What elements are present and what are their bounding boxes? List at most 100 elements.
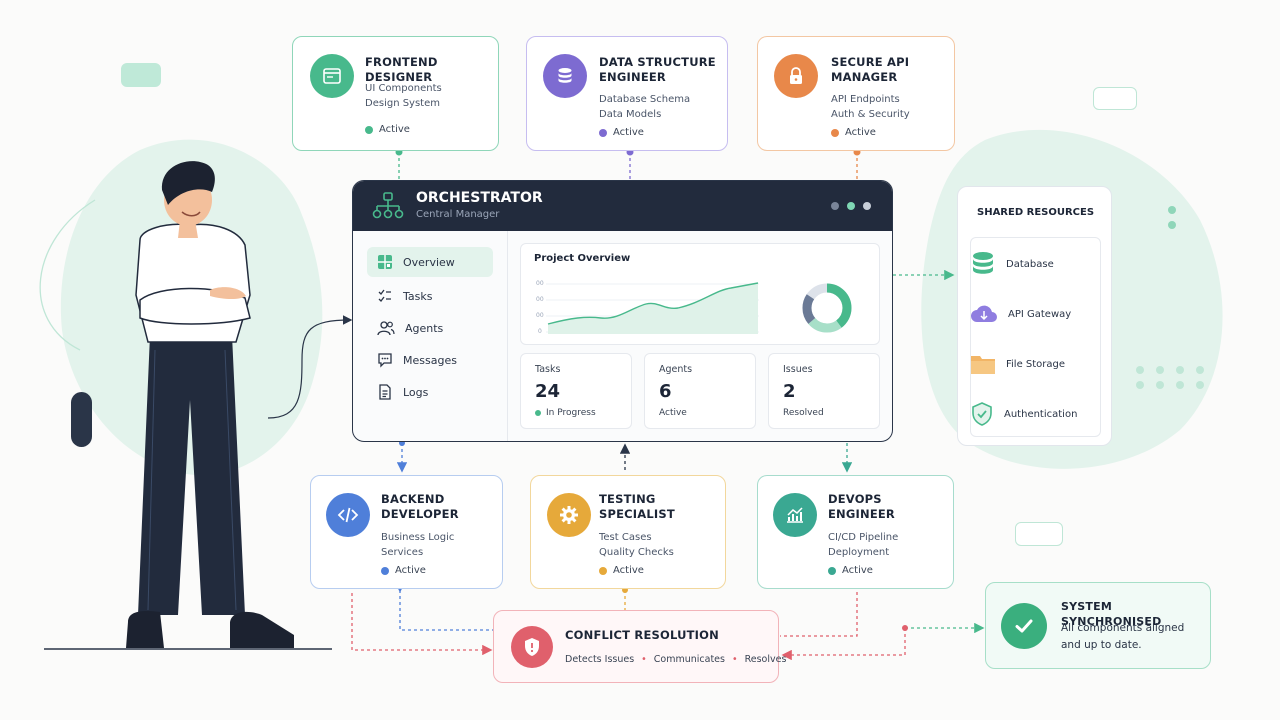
card-title: FRONTEND DESIGNER	[365, 55, 438, 84]
stat-value: 2	[783, 381, 796, 402]
conflict-resolution-card[interactable]: CONFLICT RESOLUTION Detects Issues • Com…	[493, 610, 786, 683]
step-separator: •	[731, 654, 738, 665]
sidebar-item-messages[interactable]: Messages	[367, 345, 493, 375]
deco-pill-navy	[71, 392, 92, 447]
card-title: SYSTEM SYNCHRONISED	[1061, 600, 1162, 628]
sidebar-item-agents[interactable]: Agents	[367, 313, 493, 343]
orchestrator-subtitle: Central Manager	[416, 209, 500, 220]
frontend-designer-card[interactable]: FRONTEND DESIGNER UI Components Design S…	[292, 36, 499, 151]
card-line: API Endpoints	[831, 94, 900, 105]
window-dot[interactable]	[847, 202, 855, 210]
shield-check-icon	[972, 402, 992, 426]
card-line: CI/CD Pipeline	[828, 532, 899, 543]
checklist-icon	[378, 289, 391, 302]
deco-pill-outline	[1015, 522, 1063, 546]
resource-file-storage[interactable]: File Storage	[970, 344, 1100, 384]
window-dot[interactable]	[863, 202, 871, 210]
y-tick: 00	[536, 280, 544, 287]
stat-label: Tasks	[535, 364, 561, 375]
card-line: Database Schema	[599, 94, 691, 105]
status-badge: Active	[381, 565, 426, 576]
sidebar-item-label: Agents	[405, 321, 444, 335]
devops-engineer-card[interactable]: DEVOPS ENGINEER CI/CD Pipeline Deploymen…	[757, 475, 954, 589]
sidebar-item-label: Logs	[403, 385, 429, 399]
sidebar-item-label: Messages	[403, 353, 457, 367]
check-circle-icon	[1001, 603, 1047, 649]
resources-list	[970, 237, 1101, 437]
status-badge: Active	[831, 127, 876, 138]
grid-icon	[378, 255, 392, 269]
testing-specialist-card[interactable]: TESTING SPECIALIST Test Cases Quality Ch…	[530, 475, 726, 589]
gear-icon	[547, 493, 591, 537]
data-structure-engineer-card[interactable]: DATA STRUCTURE ENGINEER Database Schema …	[526, 36, 728, 151]
sidebar-item-tasks[interactable]: Tasks	[367, 281, 493, 311]
donut-chart	[802, 283, 852, 333]
card-title: BACKEND DEVELOPER	[381, 492, 459, 521]
y-tick: 0	[538, 328, 542, 335]
network-icon	[371, 191, 405, 225]
stat-card-issues[interactable]: Issues 2 Resolved	[768, 353, 880, 429]
chat-icon	[378, 353, 392, 368]
project-overview-panel: Project Overview 00 00 00 0	[520, 243, 880, 345]
card-title: DEVOPS ENGINEER	[828, 492, 895, 521]
stat-sub: In Progress	[535, 408, 596, 418]
stat-card-agents[interactable]: Agents 6 Active	[644, 353, 756, 429]
card-line: Business Logic	[381, 532, 455, 543]
stat-label: Issues	[783, 364, 813, 375]
shared-resources-panel: SHARED RESOURCES Database API Gateway Fi…	[957, 186, 1112, 446]
chart-icon	[773, 493, 817, 537]
conflict-step: Detects Issues	[565, 654, 635, 665]
status-badge: Active	[365, 124, 410, 135]
panel-title: Project Overview	[534, 253, 631, 264]
document-icon	[379, 384, 391, 400]
window-controls	[831, 202, 871, 210]
card-line: Quality Checks	[599, 547, 674, 558]
sync-line: All components aligned	[1061, 622, 1185, 634]
status-badge: Active	[828, 565, 873, 576]
y-tick: 00	[536, 296, 544, 303]
card-line: Design System	[365, 98, 440, 109]
resource-database[interactable]: Database	[970, 244, 1100, 284]
secure-api-manager-card[interactable]: SECURE API MANAGER API Endpoints Auth & …	[757, 36, 955, 151]
cloud-icon	[971, 305, 997, 322]
stat-card-tasks[interactable]: Tasks 24 In Progress	[520, 353, 632, 429]
person-illustration	[44, 161, 332, 650]
conflict-steps: Detects Issues • Communicates • Resolves	[565, 654, 786, 665]
card-title: CONFLICT RESOLUTION	[565, 628, 719, 642]
orchestrator-header	[353, 181, 892, 231]
sync-line: and up to date.	[1061, 639, 1142, 651]
card-line: Auth & Security	[831, 109, 910, 120]
resource-label: File Storage	[1006, 358, 1066, 370]
stat-value: 24	[535, 381, 561, 402]
resource-label: API Gateway	[1008, 308, 1072, 320]
panel-title: SHARED RESOURCES	[977, 207, 1095, 218]
resource-authentication[interactable]: Authentication	[970, 394, 1100, 434]
sidebar-item-overview[interactable]: Overview	[367, 247, 493, 277]
step-separator: •	[641, 654, 647, 665]
backend-developer-card[interactable]: BACKEND DEVELOPER Business Logic Service…	[310, 475, 503, 589]
folder-icon	[971, 356, 995, 374]
code-icon	[326, 493, 370, 537]
window-dot[interactable]	[831, 202, 839, 210]
status-badge: Active	[599, 565, 644, 576]
stat-value: 6	[659, 381, 672, 402]
sidebar-item-logs[interactable]: Logs	[367, 377, 493, 407]
resource-api-gateway[interactable]: API Gateway	[970, 294, 1100, 334]
area-chart	[546, 282, 759, 334]
sidebar-item-label: Overview	[403, 255, 455, 269]
stat-sub: Active	[659, 408, 687, 418]
lock-icon	[774, 54, 818, 98]
conflict-step: Communicates	[653, 654, 725, 665]
conflict-step: Resolves	[744, 654, 787, 665]
deco-pill-outline	[1093, 87, 1137, 110]
orchestrator-title: ORCHESTRATOR	[416, 190, 543, 206]
card-line: UI Components	[365, 83, 442, 94]
shield-icon	[511, 626, 553, 668]
status-badge: Active	[599, 127, 644, 138]
orchestrator-window: ORCHESTRATOR Central Manager Overview Ta…	[352, 180, 893, 442]
database-icon	[543, 54, 587, 98]
card-line: Test Cases	[599, 532, 652, 543]
sidebar	[353, 231, 508, 441]
resource-label: Database	[1006, 258, 1054, 270]
